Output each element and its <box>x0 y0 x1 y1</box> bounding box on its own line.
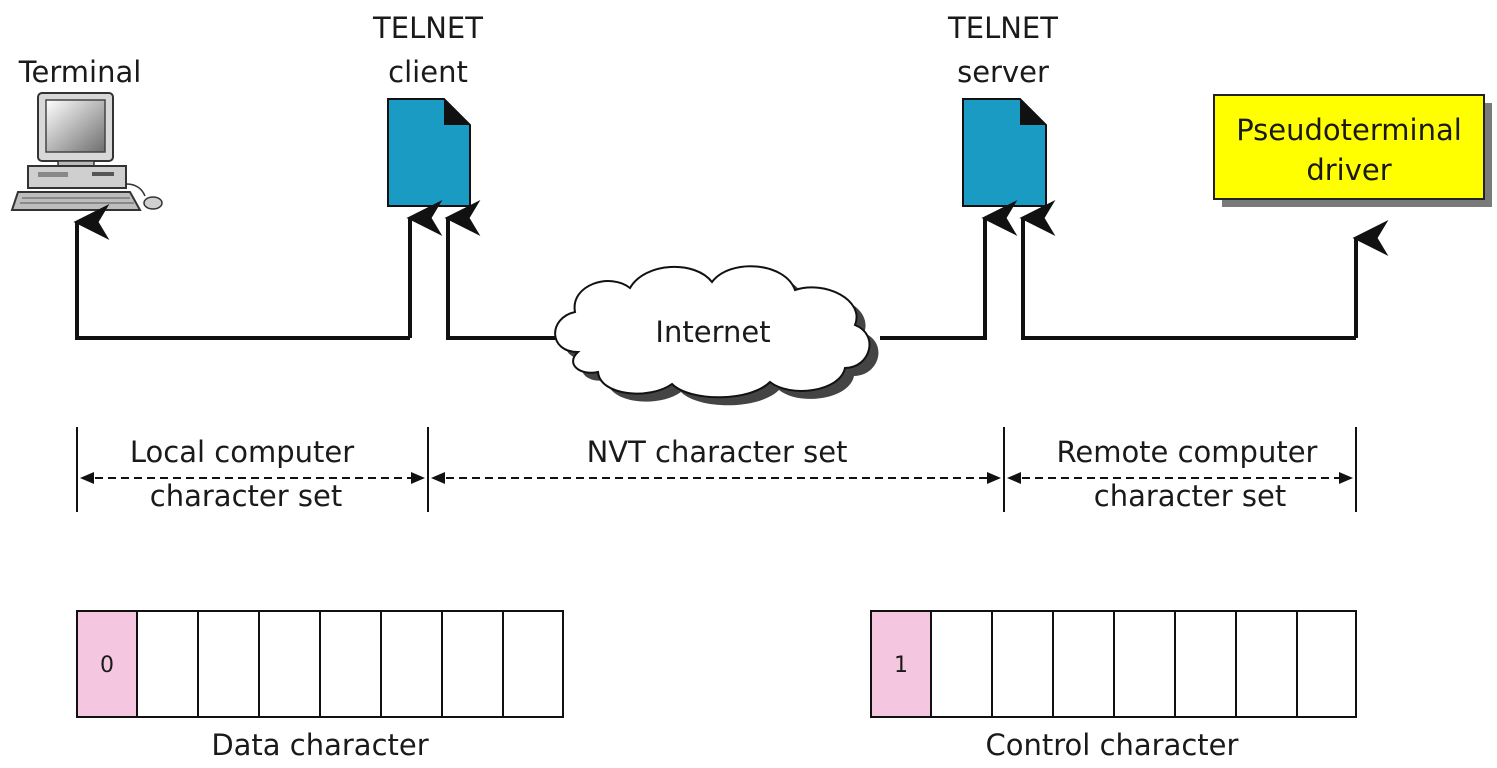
terminal: Terminal <box>10 55 163 211</box>
control-bit-1 <box>930 610 993 718</box>
server-label-line1: TELNET <box>947 11 1058 45</box>
telnet-client: TELNET client <box>372 11 483 207</box>
terminal-label: Terminal <box>18 55 142 89</box>
control-bit-3 <box>1052 610 1115 718</box>
client-document-icon <box>387 98 471 207</box>
control-character-bits: 1 <box>870 610 1357 718</box>
driver-label-line1: Pseudoterminal <box>1236 113 1462 147</box>
control-bit-0 <box>870 610 932 718</box>
arrow-internet-to-client <box>444 200 560 340</box>
remote-charset-line2: character set <box>1094 479 1286 513</box>
client-label-line2: client <box>388 55 468 89</box>
data-bit-6 <box>441 610 504 718</box>
client-label-line1: TELNET <box>372 11 483 45</box>
arrow-server-right <box>1019 200 1356 340</box>
remote-charset-line1: Remote computer <box>1057 435 1318 469</box>
span-markers <box>76 427 1357 512</box>
driver-label-line2: driver <box>1306 153 1391 187</box>
server-document-icon <box>962 98 1047 207</box>
driver-box <box>1213 94 1485 200</box>
data-character-caption: Data character <box>211 728 428 762</box>
data-bit-1 <box>136 610 199 718</box>
internet-label: Internet <box>655 315 770 349</box>
data-bit-2 <box>197 610 260 718</box>
control-bit-4 <box>1113 610 1176 718</box>
data-bit-7 <box>502 610 564 718</box>
control-bit-5 <box>1174 610 1237 718</box>
arrow-client-to-terminal <box>73 204 410 340</box>
internet-cloud: Internet <box>554 265 879 406</box>
data-bit-3 <box>258 610 321 718</box>
pseudoterminal-driver: Pseudoterminal driver <box>1213 94 1492 207</box>
server-label-line2: server <box>957 55 1049 89</box>
local-charset-line2: character set <box>150 479 342 513</box>
control-character-caption: Control character <box>986 728 1239 762</box>
control-bit-7 <box>1296 610 1357 718</box>
data-bit-4 <box>319 610 382 718</box>
control-bit-6 <box>1235 610 1298 718</box>
computer-icon <box>10 92 163 211</box>
control-first-bit-value: 1 <box>894 653 908 678</box>
local-charset-line1: Local computer <box>130 435 354 469</box>
data-character-bits: 0 <box>76 610 564 718</box>
data-first-bit-value: 0 <box>100 653 114 678</box>
telnet-server: TELNET server <box>947 11 1058 207</box>
data-bit-0 <box>76 610 138 718</box>
nvt-charset-label: NVT character set <box>587 435 848 469</box>
control-bit-2 <box>991 610 1054 718</box>
data-bit-5 <box>380 610 443 718</box>
connection-lines <box>73 200 1389 340</box>
arrow-internet-to-server <box>880 200 1018 340</box>
